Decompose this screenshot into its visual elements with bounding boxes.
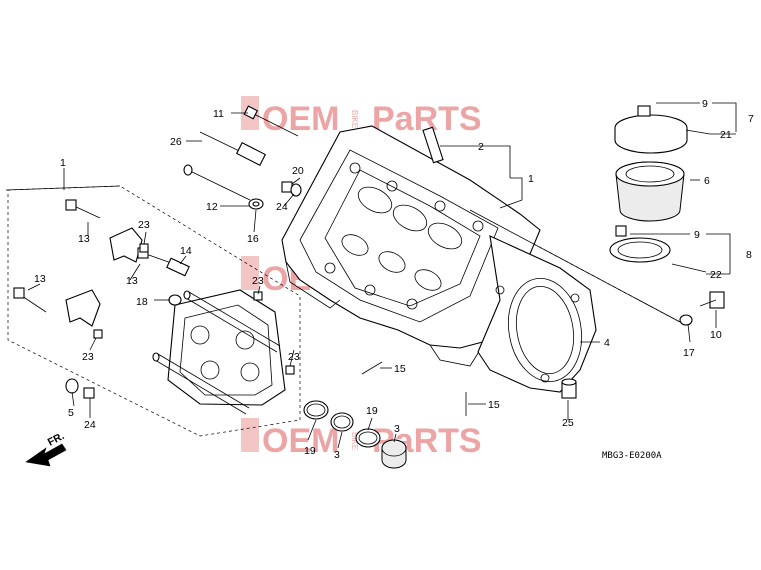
diagram-code-label: MBG3-E0200A [602,451,662,461]
watermark-bike-text: BIKE [350,110,359,128]
callout-15: 15 [488,399,500,411]
front-direction-arrow: FR. [25,430,67,467]
cylinder-gasket-part [477,235,597,393]
callout-23: 23 [82,351,94,363]
callout-3: 3 [334,449,340,461]
cam-cap-upper [109,227,143,263]
callout-14: 14 [180,245,192,257]
callout-11: 11 [213,108,224,120]
callout-13: 13 [78,233,90,245]
callouts: 1 1 2 3 3 4 5 6 7 8 9 9 10 11 12 13 13 1… [34,98,754,461]
callout-26: 26 [170,136,182,148]
watermark-oem-text: OEM [262,422,339,460]
callout-3: 3 [394,423,400,435]
callout-25: 25 [562,417,574,429]
callout-2: 2 [478,141,484,153]
callout-5: 5 [68,407,74,419]
callout-19: 19 [366,405,378,417]
callout-19: 19 [304,445,316,457]
dowel-pin-2 [422,126,444,164]
camshaft-holder-part [152,289,286,415]
callout-22: 22 [710,269,722,281]
callout-9: 9 [702,98,708,110]
callout-17: 17 [683,347,695,359]
intake-insulator-part [609,105,688,263]
callout-13: 13 [34,273,46,285]
callout-4: 4 [604,337,610,349]
watermark-bike-text: BIKE [350,432,359,450]
callout-13: 13 [126,275,138,287]
sensor-10 [709,291,725,309]
callout-21: 21 [720,129,732,141]
callout-7: 7 [748,113,754,125]
callout-12: 12 [206,201,218,213]
watermark-top: OEM BIKE PaRTS [241,96,482,138]
leader-lines [5,102,737,449]
callout-23: 23 [288,351,300,363]
callout-10: 10 [710,329,722,341]
callout-20: 20 [292,165,304,177]
callout-23: 23 [138,219,150,231]
callout-1: 1 [60,157,66,169]
callout-15: 15 [394,363,406,375]
callout-16: 16 [247,233,259,245]
callout-18: 18 [136,296,148,308]
callout-8: 8 [746,249,752,261]
callout-6: 6 [704,175,710,187]
callout-1: 1 [528,173,534,185]
cylinder-head-part [281,125,541,367]
assembly-outline-left [7,185,301,437]
cam-cap-lower [65,289,101,327]
callout-9: 9 [694,229,700,241]
callout-24: 24 [276,201,288,213]
watermark-oem-text: OEM [262,100,339,138]
callout-24: 24 [84,419,96,431]
callout-23: 23 [252,275,264,287]
